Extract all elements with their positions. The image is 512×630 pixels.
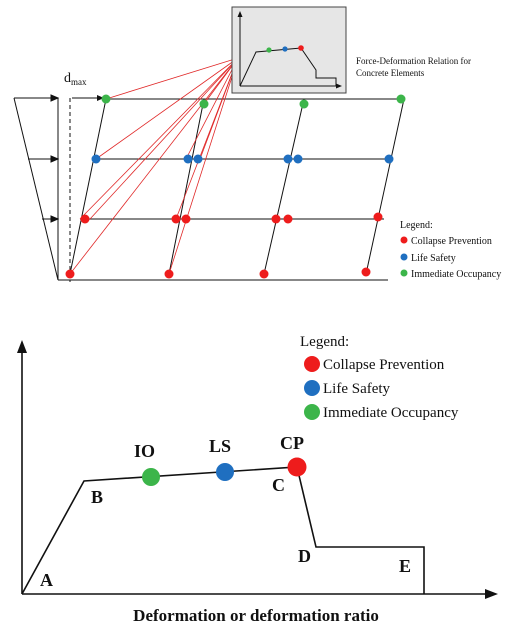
bottom-legend-item-cp: Collapse Prevention (323, 357, 445, 373)
hinge-io (199, 99, 209, 109)
top-legend: Legend: Collapse Prevention Life Safety … (400, 220, 501, 280)
frame-diagram: dmax (13, 6, 501, 282)
hinge-cp (259, 269, 269, 279)
hinge-ls (293, 154, 303, 164)
label-io: IO (134, 441, 155, 461)
hinge-link-lines (69, 57, 239, 275)
hinge-cp (181, 214, 191, 224)
x-axis-arrow (485, 589, 498, 599)
backbone-curve (21, 466, 425, 595)
hinge-markers (65, 94, 406, 279)
hinge-io (396, 94, 406, 104)
hinge-cp (164, 269, 174, 279)
label-point-a: A (40, 570, 53, 590)
label-point-c: C (272, 475, 285, 495)
dmax-indicator: dmax (64, 71, 104, 282)
hinge-ls (193, 154, 203, 164)
hinge-cp (361, 267, 371, 277)
label-cp: CP (280, 433, 304, 453)
top-legend-item-io: Immediate Occupancy (411, 269, 501, 280)
bottom-legend-title: Legend: (300, 334, 349, 350)
top-legend-item-ls: Life Safety (411, 253, 456, 264)
label-point-b: B (91, 487, 103, 507)
dmax-label: dmax (64, 71, 87, 87)
force-deformation-curve: IO LS CP A B C D E Deformation or deform… (17, 334, 498, 625)
label-point-d: D (298, 546, 311, 566)
hinge-ls (91, 154, 101, 164)
hinge-ls (283, 154, 293, 164)
hinge-cp (80, 214, 90, 224)
bottom-legend-item-ls: Life Safety (323, 381, 391, 397)
hinge-ls (183, 154, 193, 164)
marker-io (142, 468, 160, 486)
hinge-io (299, 99, 309, 109)
inset-force-deformation (231, 6, 347, 94)
hinge-cp (373, 212, 383, 222)
x-axis-title: Deformation or deformation ratio (133, 606, 379, 625)
deformed-frame (58, 98, 405, 281)
hinge-io (101, 94, 111, 104)
hinge-cp (271, 214, 281, 224)
marker-ls (216, 463, 234, 481)
load-arrows (14, 94, 60, 223)
top-legend-title: Legend: (400, 220, 433, 231)
label-point-e: E (399, 556, 411, 576)
label-ls: LS (209, 436, 231, 456)
hinge-cp (65, 269, 75, 279)
bottom-legend-item-io: Immediate Occupancy (323, 405, 459, 421)
y-axis-arrow (17, 340, 27, 353)
hinge-ls (384, 154, 394, 164)
inset-caption-line-2: Concrete Elements (356, 68, 425, 78)
hinge-cp (171, 214, 181, 224)
inset-caption-line-1: Force-Deformation Relation for (356, 56, 471, 66)
hinge-cp (283, 214, 293, 224)
top-legend-item-cp: Collapse Prevention (411, 236, 492, 247)
bottom-legend: Legend: Collapse Prevention Life Safety … (300, 334, 459, 421)
lateral-load-profile (13, 97, 59, 281)
marker-cp (287, 457, 307, 477)
